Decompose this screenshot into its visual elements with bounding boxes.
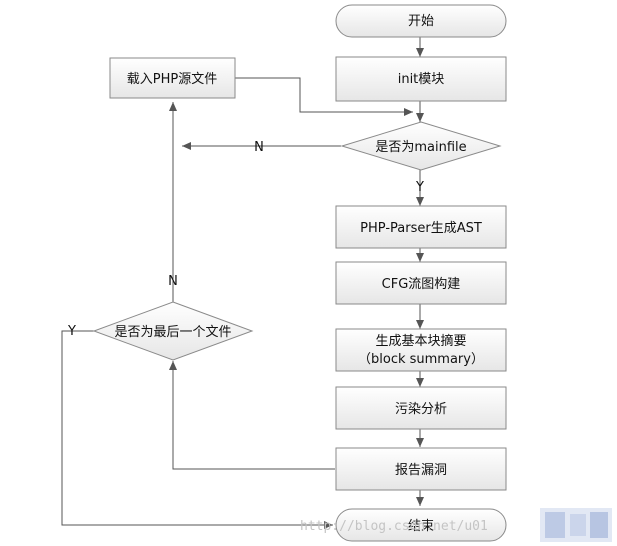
decision-is-mainfile-label: 是否为mainfile	[375, 140, 466, 155]
node-load-php-source: 载入PHP源文件	[109, 57, 236, 99]
node-summary-label-line2: （block summary）	[358, 352, 484, 367]
node-php-parser: PHP-Parser生成AST	[335, 205, 507, 249]
node-cfg-label: CFG流图构建	[382, 277, 461, 292]
edge-label-mainfile-yes: Y	[415, 180, 424, 195]
edge-report-to-last-decision	[169, 361, 335, 470]
node-start: 开始	[335, 4, 507, 38]
watermark-logo	[540, 508, 612, 542]
node-php-parser-label: PHP-Parser生成AST	[360, 221, 482, 236]
node-report: 报告漏洞	[335, 447, 507, 491]
decision-is-last-file-label: 是否为最后一个文件	[114, 325, 231, 340]
edge-label-mainfile-no: N	[254, 140, 264, 155]
node-init-label: init模块	[398, 72, 445, 87]
node-taint-label: 污染分析	[395, 402, 447, 417]
edge-last-yes	[61, 330, 333, 529]
node-report-label: 报告漏洞	[395, 462, 447, 478]
node-cfg: CFG流图构建	[335, 261, 507, 305]
decision-is-last-file: 是否为最后一个文件	[92, 301, 254, 361]
decision-is-mainfile: 是否为mainfile	[340, 121, 502, 171]
edge-load-to-decision	[235, 77, 413, 116]
node-init: init模块	[335, 56, 507, 102]
node-end-label: 结束	[408, 519, 434, 534]
node-summary-label-line1: 生成基本块摘要	[375, 333, 466, 349]
node-start-label: 开始	[408, 14, 434, 29]
node-taint-analysis: 污染分析	[335, 386, 507, 430]
edge-label-last-yes: Y	[67, 324, 76, 339]
node-block-summary: 生成基本块摘要 （block summary）	[335, 328, 507, 372]
edge-label-last-no: N	[168, 274, 178, 289]
watermark-url: http://blog.csdn.net/u01	[300, 519, 488, 534]
connectors	[61, 37, 424, 529]
node-end: 结束	[335, 508, 507, 542]
node-load-label: 载入PHP源文件	[127, 72, 217, 87]
